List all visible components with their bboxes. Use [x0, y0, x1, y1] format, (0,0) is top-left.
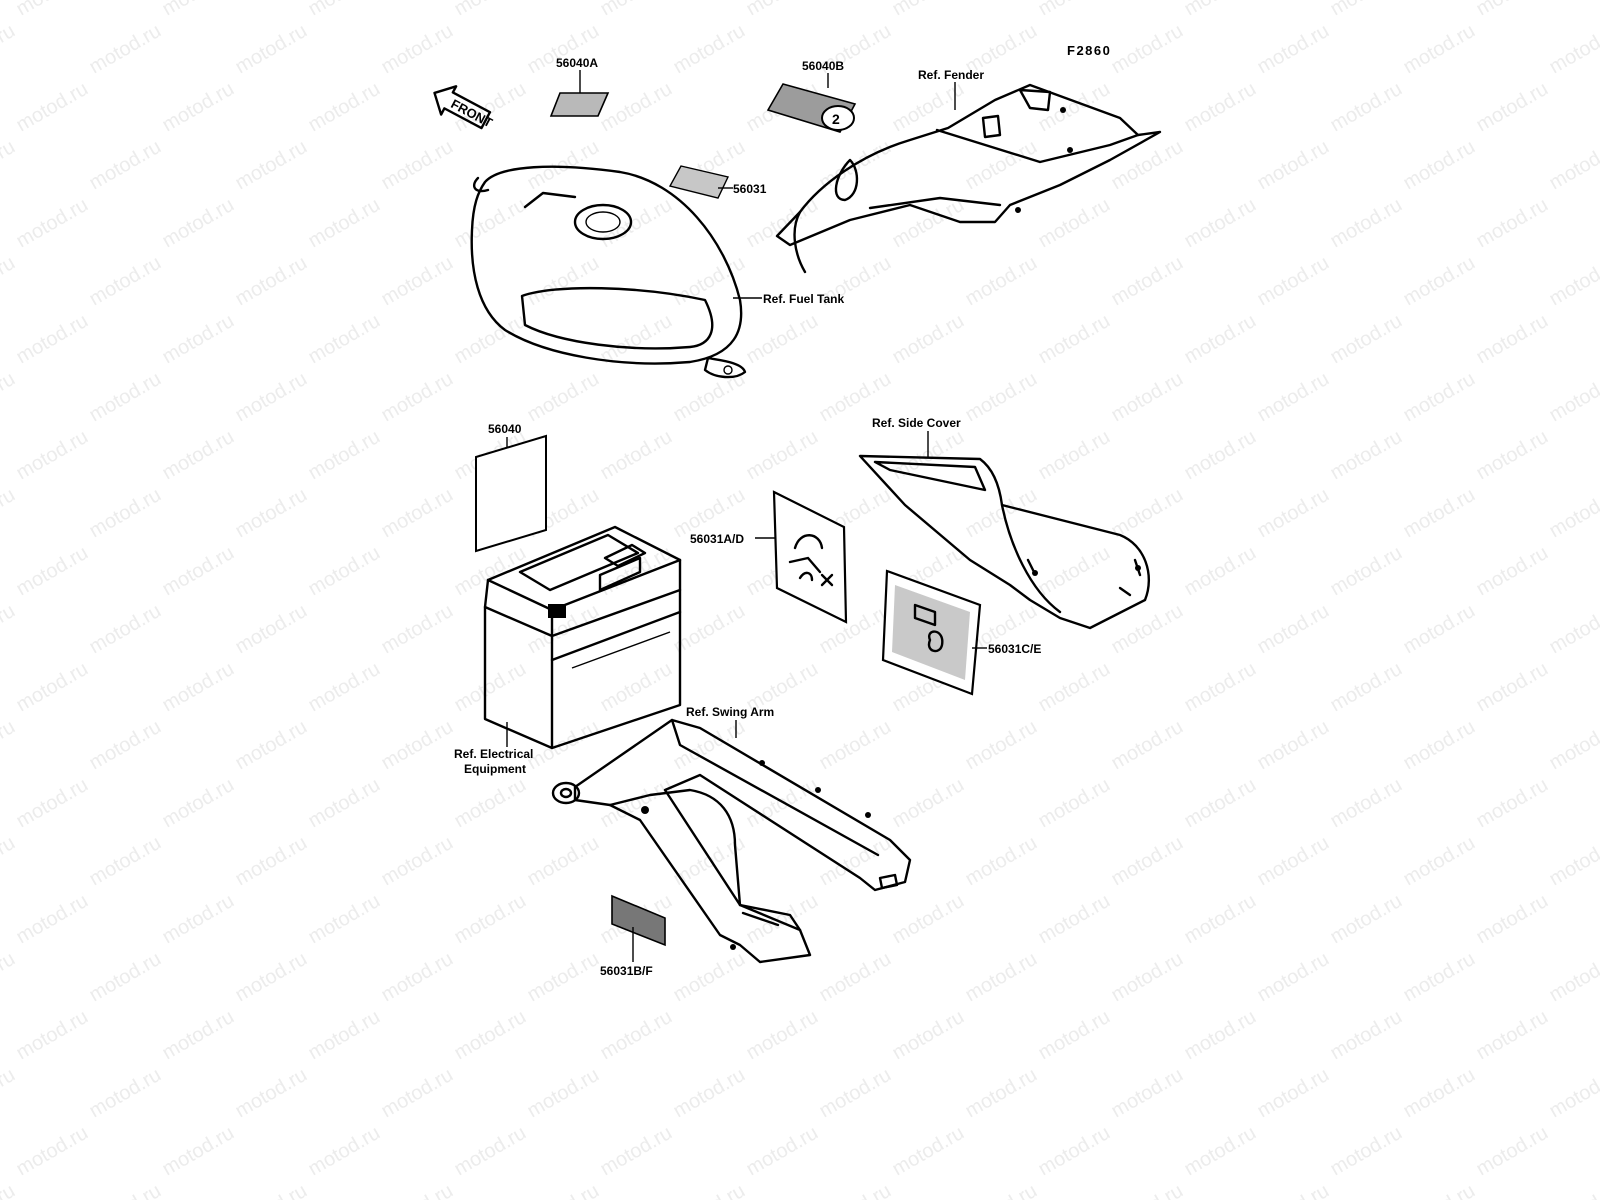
decal-56031CE	[881, 569, 982, 696]
label-ref-swing-arm: Ref. Swing Arm	[686, 705, 774, 719]
label-56031: 56031	[733, 182, 767, 196]
label-56040A: 56040A	[556, 56, 598, 70]
side-cover	[858, 454, 1150, 630]
label-56040: 56040	[488, 422, 522, 436]
decal-56040A	[549, 92, 610, 117]
swing-arm	[551, 718, 912, 964]
decal-56031BF	[611, 894, 666, 947]
label-ref-electrical-2: Equipment	[464, 762, 526, 776]
label-56031CE: 56031C/E	[988, 642, 1041, 656]
svg-text:2: 2	[832, 111, 840, 127]
fuel-tank	[470, 165, 747, 379]
figure-code: F2860	[1067, 43, 1111, 58]
battery	[483, 525, 682, 750]
decal-56031	[668, 165, 730, 199]
front-arrow-icon: FRONT	[433, 85, 495, 130]
label-ref-electrical-1: Ref. Electrical	[454, 747, 533, 761]
label-56040B: 56040B	[802, 59, 844, 73]
decal-56040	[475, 434, 547, 553]
decal-56040B: 2	[766, 83, 857, 133]
decal-56031AD	[772, 490, 848, 624]
label-56031BF: 56031B/F	[600, 964, 653, 978]
label-ref-fender: Ref. Fender	[918, 68, 984, 82]
label-ref-side-cover: Ref. Side Cover	[872, 416, 961, 430]
label-ref-fuel-tank: Ref. Fuel Tank	[763, 292, 844, 306]
label-56031AD: 56031A/D	[690, 532, 744, 546]
rear-fender	[775, 83, 1162, 274]
